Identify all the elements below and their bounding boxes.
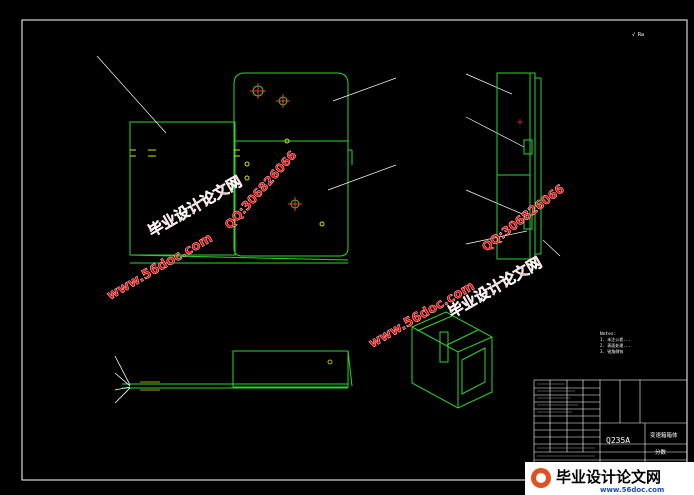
front-view <box>129 72 353 264</box>
footer-logo-url: www.56doc.com <box>600 486 664 494</box>
watermark-group-1: 毕业设计论文网 www.56doc.com QQ:306826066 <box>104 148 299 304</box>
footer-logo-text: 毕业设计论文网 <box>556 468 661 486</box>
footer-logo: 毕业设计论文网 www.56doc.com <box>525 462 694 495</box>
side-view-centerline <box>517 119 523 125</box>
material-label: Q235A <box>606 436 630 445</box>
footer-logo-bg <box>525 462 694 495</box>
tech-note-line: 1. 未注公差... <box>600 336 630 342</box>
bottom-view <box>122 350 353 389</box>
drawing-type: 分数 <box>655 448 667 456</box>
front-view-holes <box>130 83 325 227</box>
leader-lines <box>96 55 561 257</box>
sheet-frame <box>21 19 688 481</box>
watermark-qq: QQ:306826066 <box>479 182 567 255</box>
isometric-view <box>411 311 493 409</box>
tech-note-line: 3. 锐角倒钝 <box>600 348 623 354</box>
drawing-name: 变速箱箱体 <box>650 431 678 439</box>
bottom-view-extra <box>114 355 333 404</box>
roughness-mark: √ Ra <box>632 32 644 38</box>
tech-note-line: 2. 表面处理... <box>600 342 630 348</box>
tech-notes: Notes: 1. 未注公差... 2. 表面处理... 3. 锐角倒钝 <box>600 331 630 354</box>
watermark-url: www.56doc.com <box>105 231 216 304</box>
tech-notes-heading: Notes: <box>600 331 616 337</box>
title-block-fill-lines <box>537 383 595 457</box>
side-view <box>496 72 542 260</box>
watermark-group-2: www.56doc.com 毕业设计论文网 QQ:306826066 <box>366 181 567 351</box>
